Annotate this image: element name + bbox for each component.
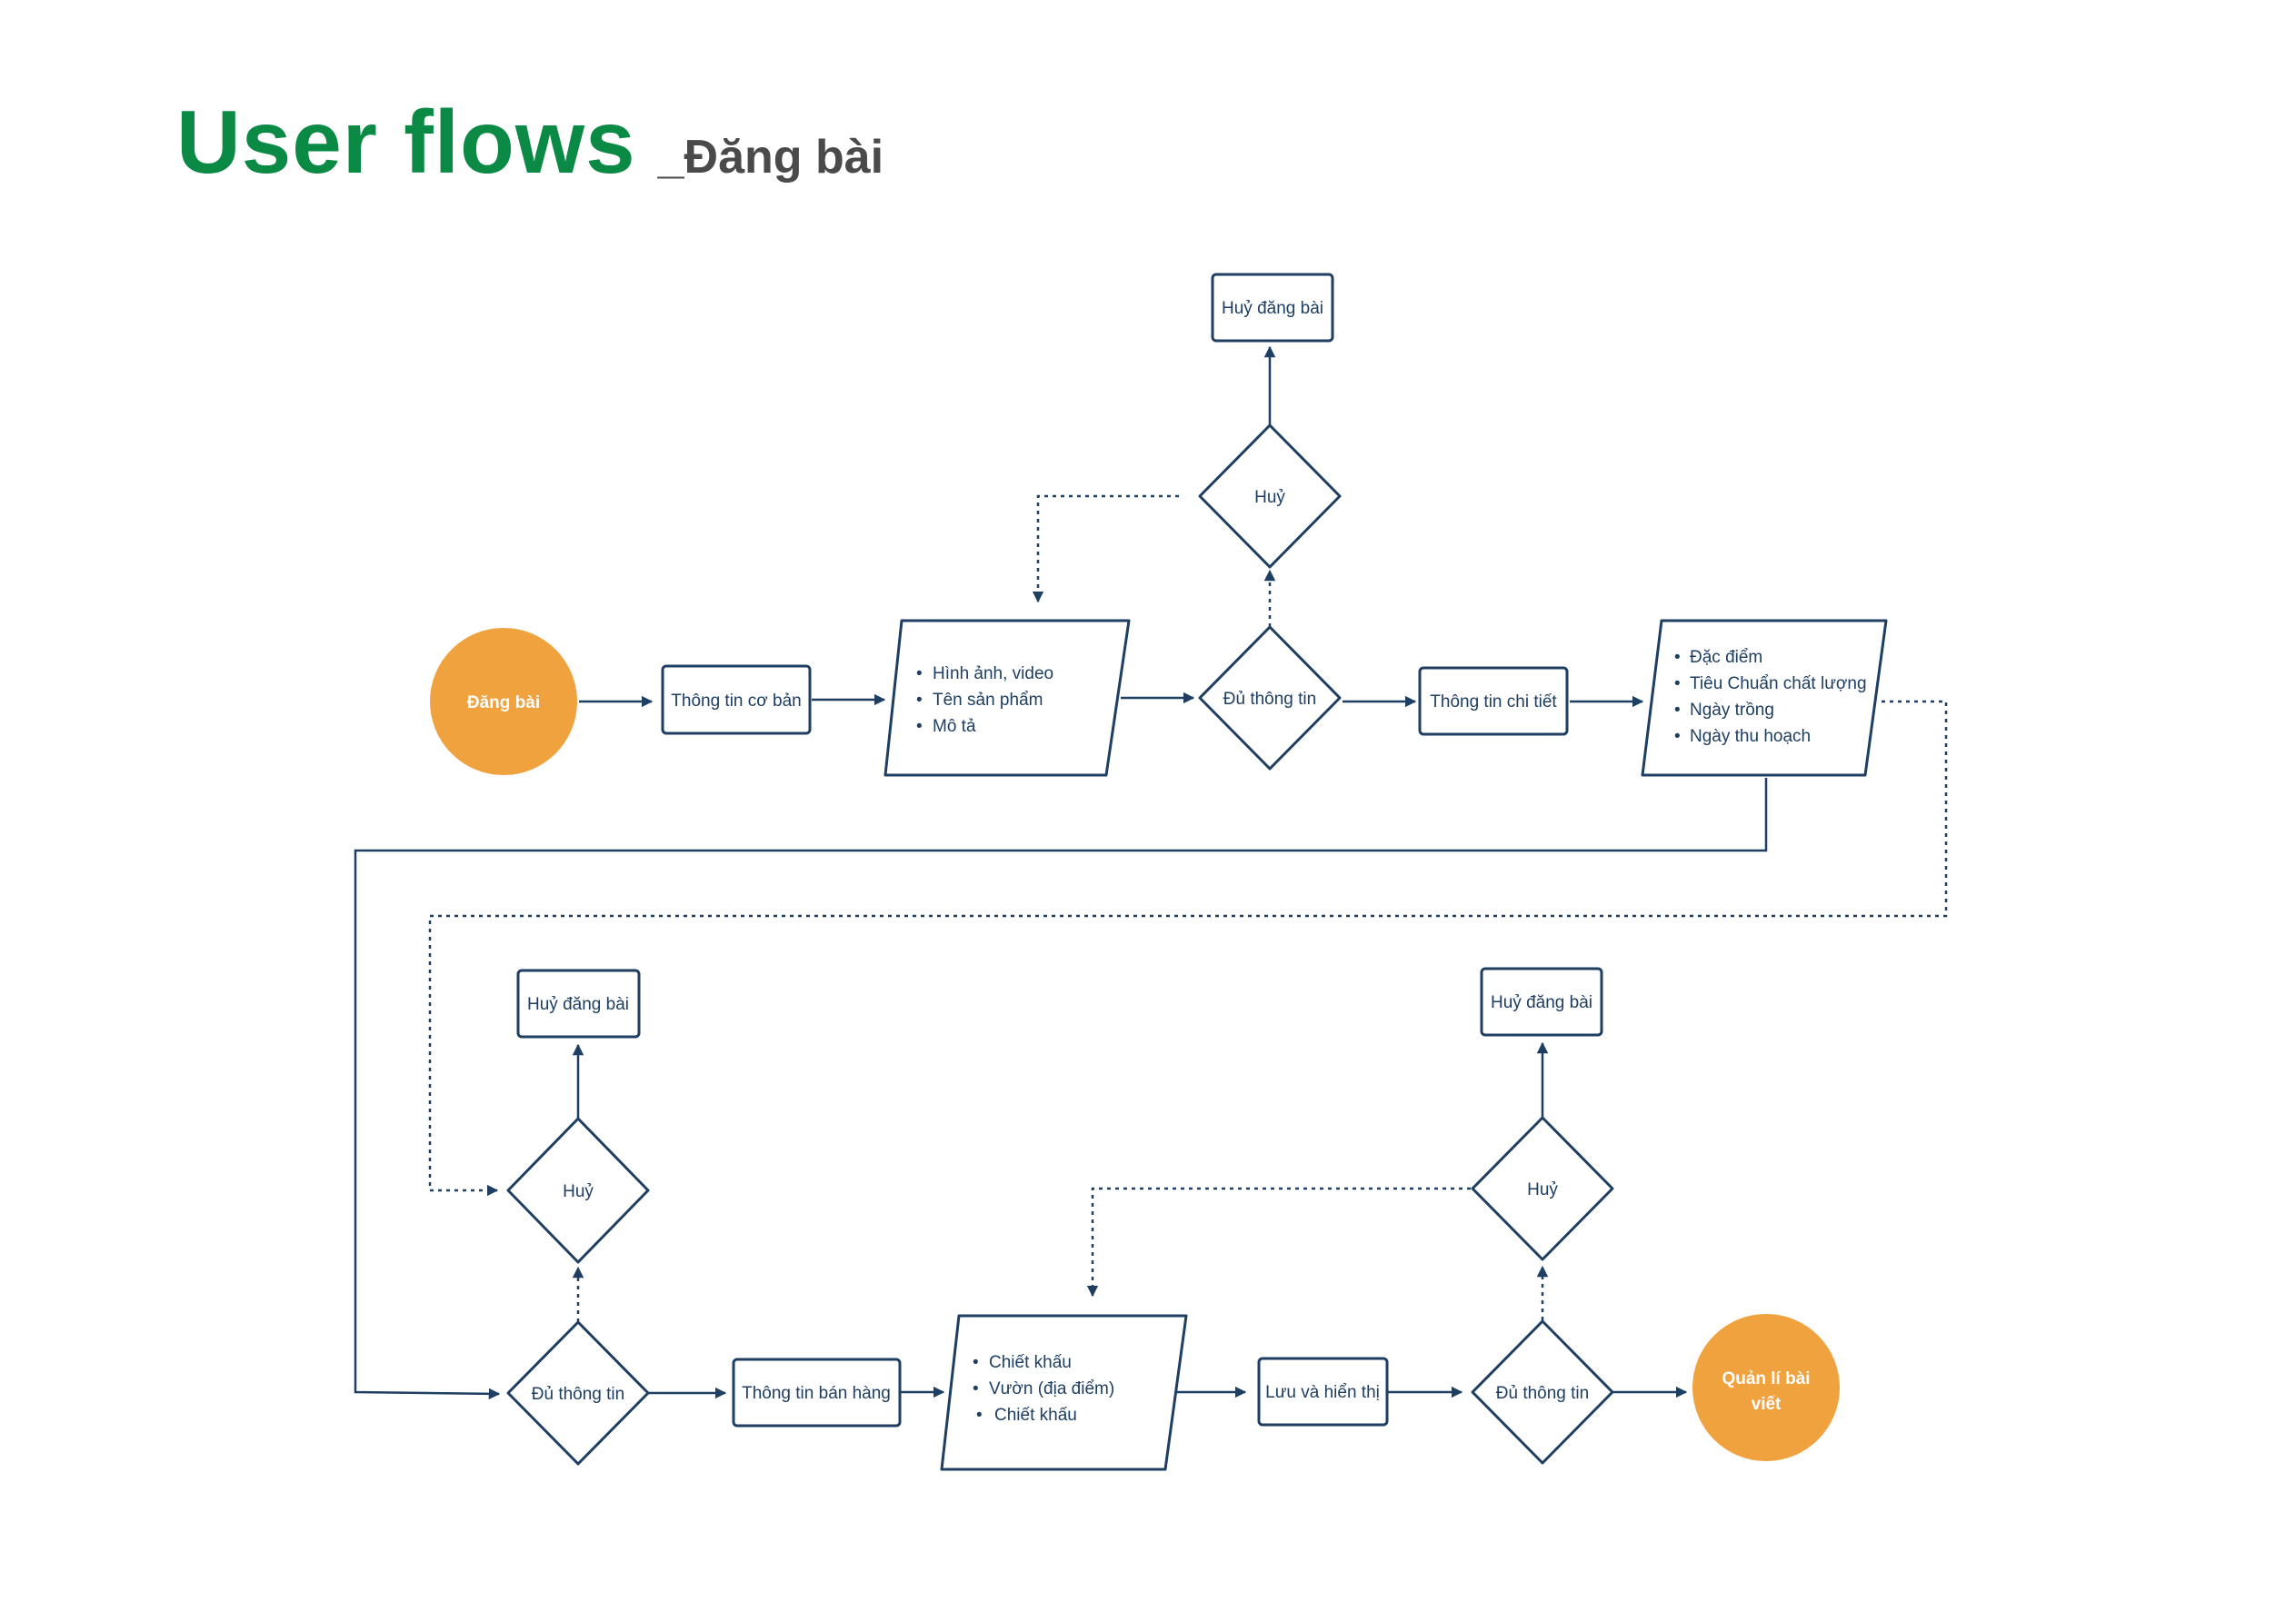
- save-display-label: Lưu và hiển thị: [1265, 1383, 1380, 1402]
- node-detail-info: Thông tin chi tiết: [1418, 666, 1569, 736]
- svg-text:•: •: [916, 691, 923, 710]
- basic-list-item: Hình ảnh, video: [933, 664, 1053, 683]
- detail-list-item: Ngày thu hoạch: [1690, 727, 1811, 746]
- detail-list-item: Ngày trồng: [1690, 701, 1774, 720]
- node-cancel-decision-1: Huỷ: [1198, 423, 1342, 569]
- cancel-decision-3-label: Huỷ: [1527, 1180, 1558, 1199]
- node-start: Đăng bài: [430, 628, 577, 775]
- cancel-decision-2-label: Huỷ: [563, 1182, 594, 1201]
- svg-text:•: •: [916, 664, 923, 683]
- node-check-3: Đủ thông tin: [1471, 1319, 1614, 1465]
- node-cancel-post-2: Huỷ đăng bài: [516, 969, 641, 1039]
- cancel-decision-1-label: Huỷ: [1254, 488, 1285, 507]
- check-3-label: Đủ thông tin: [1496, 1384, 1589, 1403]
- end-label-line-1: Quản lí bài: [1722, 1369, 1810, 1388]
- node-end: Quản lí bài viết: [1692, 1314, 1840, 1461]
- title-main: User flows: [176, 92, 636, 192]
- node-cancel-decision-2: Huỷ: [506, 1117, 650, 1264]
- sales-list-item: Chiết khấu: [989, 1353, 1072, 1372]
- title-sub: _Đăng bài: [657, 131, 884, 184]
- svg-text:•: •: [1674, 648, 1681, 667]
- cancel-post-2-label: Huỷ đăng bài: [527, 995, 629, 1014]
- start-label: Đăng bài: [467, 693, 540, 712]
- cancel-post-3-label: Huỷ đăng bài: [1491, 993, 1592, 1012]
- svg-text:•: •: [973, 1379, 979, 1398]
- detail-info-label: Thông tin chi tiết: [1430, 692, 1557, 711]
- sales-list-item: Vườn (địa điểm): [989, 1379, 1114, 1398]
- end-label-line-2: viết: [1752, 1395, 1782, 1414]
- basic-list-item: Mô tả: [933, 717, 976, 736]
- sales-info-label: Thông tin bán hàng: [742, 1384, 891, 1403]
- connectors-row-2: [572, 1041, 1688, 1399]
- detail-list-item: Đặc điểm: [1690, 648, 1762, 667]
- edge-cancel3-back-to-list: [1086, 1187, 1471, 1298]
- cancel-post-1-label: Huỷ đăng bài: [1222, 299, 1323, 318]
- node-sales-list: • Chiết khấu • Vườn (địa điểm) • Chiết k…: [940, 1314, 1188, 1471]
- connectors-cross: [354, 700, 1948, 1400]
- node-cancel-decision-3: Huỷ: [1471, 1116, 1614, 1261]
- page-title: User flows _Đăng bài: [176, 91, 883, 194]
- detail-list-item: Tiêu Chuẩn chất lượng: [1690, 674, 1867, 693]
- edge-detail-to-cancel2: [428, 700, 1948, 1197]
- node-sales-info: Thông tin bán hàng: [732, 1358, 902, 1428]
- node-cancel-post-1: Huỷ đăng bài: [1211, 273, 1334, 343]
- node-basic-info: Thông tin cơ bản: [661, 664, 812, 735]
- node-basic-list: • Hình ảnh, video • Tên sản phẩm • Mô tả: [883, 619, 1131, 777]
- check-1-label: Đủ thông tin: [1223, 690, 1316, 709]
- svg-text:•: •: [916, 717, 923, 736]
- node-save-display: Lưu và hiển thị: [1257, 1357, 1389, 1427]
- edge-detail-to-check2: [354, 778, 1768, 1400]
- node-cancel-post-3: Huỷ đăng bài: [1480, 967, 1603, 1037]
- basic-list-item: Tên sản phẩm: [933, 691, 1043, 710]
- node-check-2: Đủ thông tin: [506, 1320, 650, 1466]
- svg-text:•: •: [1674, 674, 1681, 693]
- svg-text:•: •: [1674, 701, 1681, 720]
- node-detail-list: • Đặc điểm • Tiêu Chuẩn chất lượng • Ngà…: [1641, 619, 1888, 777]
- edge-cancel1-back-to-list: [1032, 494, 1179, 603]
- sales-list-item: Chiết khấu: [994, 1406, 1077, 1425]
- svg-text:•: •: [976, 1406, 983, 1425]
- node-check-1: Đủ thông tin: [1198, 625, 1342, 771]
- check-2-label: Đủ thông tin: [532, 1385, 624, 1404]
- svg-text:•: •: [1674, 727, 1681, 746]
- basic-info-label: Thông tin cơ bản: [671, 692, 801, 711]
- svg-text:•: •: [973, 1353, 979, 1372]
- connectors-row-1: [579, 345, 1644, 708]
